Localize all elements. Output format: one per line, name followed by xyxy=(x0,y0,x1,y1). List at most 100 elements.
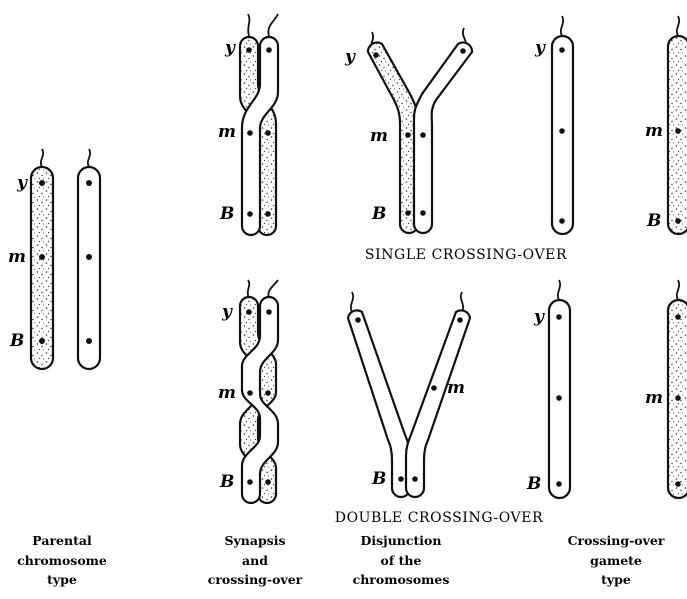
locus-dot xyxy=(39,180,45,186)
locus-dot xyxy=(265,211,271,217)
gene-label-B: B xyxy=(371,469,386,489)
double-crossing-over-heading: DOUBLE CROSSING-OVER xyxy=(335,510,543,526)
locus-dot xyxy=(247,390,253,396)
locus-dot xyxy=(556,314,562,320)
gene-label-B: B xyxy=(371,204,386,224)
caption-gamete: Crossing-over gamete type xyxy=(568,533,665,587)
caption-line: Synapsis xyxy=(224,533,285,548)
locus-dot xyxy=(39,338,45,344)
locus-dot xyxy=(431,385,437,391)
gamete-single-group: y m B xyxy=(534,16,687,234)
locus-dot xyxy=(559,47,565,53)
caption-line: type xyxy=(601,572,631,587)
locus-dot xyxy=(675,314,681,320)
tail xyxy=(561,16,563,36)
locus-dot xyxy=(373,52,379,58)
gene-label-m: m xyxy=(447,378,465,398)
caption-disjunction: Disjunction of the chromosomes xyxy=(353,533,450,587)
locus-dot xyxy=(86,254,92,260)
locus-dot xyxy=(460,48,466,54)
disjunction-single-group: y m B xyxy=(344,28,472,233)
locus-dot xyxy=(86,338,92,344)
locus-dot xyxy=(265,130,271,136)
locus-dot xyxy=(420,210,426,216)
locus-dot xyxy=(457,317,463,323)
locus-dot xyxy=(86,180,92,186)
caption-synapsis: Synapsis and crossing-over xyxy=(208,533,303,587)
caption-line: of the xyxy=(381,553,422,568)
tail xyxy=(248,280,250,298)
tail xyxy=(461,292,463,312)
gene-label-y: y xyxy=(344,47,356,67)
caption-parental: Parental chromosome type xyxy=(17,533,107,587)
parental-group: y m B xyxy=(8,149,100,369)
tail xyxy=(248,14,249,36)
caption-line: Parental xyxy=(32,533,92,548)
synapsis-double-group: y m B xyxy=(218,280,278,503)
single-crossing-over-heading: SINGLE CROSSING-OVER xyxy=(365,247,567,263)
gamete-double-group: y B m xyxy=(526,280,687,498)
locus-dot xyxy=(556,481,562,487)
gene-label-B: B xyxy=(9,331,24,351)
locus-dot xyxy=(559,218,565,224)
stippled-chromosome xyxy=(668,36,687,234)
locus-dot xyxy=(266,309,272,315)
locus-dot xyxy=(266,47,272,53)
plain-chromosome xyxy=(406,310,470,497)
caption-line: chromosomes xyxy=(353,572,450,587)
gene-label-y: y xyxy=(16,173,28,193)
gene-label-B: B xyxy=(646,211,661,231)
locus-dot xyxy=(675,218,681,224)
locus-dot xyxy=(405,210,411,216)
tail xyxy=(351,292,353,312)
gene-label-m: m xyxy=(8,247,26,267)
caption-line: chromosome xyxy=(17,553,107,568)
gene-label-m: m xyxy=(645,121,663,141)
locus-dot xyxy=(675,481,681,487)
disjunction-double-group: m B xyxy=(348,292,470,497)
tail xyxy=(88,149,90,167)
tail xyxy=(558,280,560,300)
gene-label-m: m xyxy=(218,122,236,142)
locus-dot xyxy=(355,317,361,323)
locus-dot xyxy=(398,476,404,482)
tail xyxy=(677,16,679,36)
caption-line: and xyxy=(242,553,268,568)
tail xyxy=(677,280,679,300)
locus-dot xyxy=(247,211,253,217)
tail xyxy=(41,149,43,167)
gene-label-y: y xyxy=(533,307,545,327)
locus-dot xyxy=(247,479,253,485)
locus-dot xyxy=(675,128,681,134)
gene-label-y: y xyxy=(534,38,546,58)
locus-dot xyxy=(247,130,253,136)
tail xyxy=(268,14,278,36)
synapsis-single-group: y m B xyxy=(218,14,278,235)
caption-line: type xyxy=(47,572,77,587)
locus-dot xyxy=(420,132,426,138)
gene-label-B: B xyxy=(219,204,234,224)
gene-label-y: y xyxy=(221,302,233,322)
locus-dot xyxy=(405,132,411,138)
locus-dot xyxy=(265,390,271,396)
gene-label-B: B xyxy=(526,474,541,494)
plain-chromosome xyxy=(552,36,573,234)
caption-line: crossing-over xyxy=(208,572,303,587)
caption-line: Disjunction xyxy=(361,533,442,548)
gene-label-m: m xyxy=(370,126,388,146)
locus-dot xyxy=(559,128,565,134)
locus-dot xyxy=(246,47,252,53)
locus-dot xyxy=(412,476,418,482)
locus-dot xyxy=(39,254,45,260)
gene-label-m: m xyxy=(645,388,663,408)
locus-dot xyxy=(246,309,252,315)
locus-dot xyxy=(265,479,271,485)
gene-label-B: B xyxy=(219,472,234,492)
gene-label-y: y xyxy=(224,38,236,58)
locus-dot xyxy=(556,395,562,401)
caption-line: gamete xyxy=(590,553,642,568)
locus-dot xyxy=(675,395,681,401)
gene-label-m: m xyxy=(218,383,236,403)
tail xyxy=(268,280,278,298)
